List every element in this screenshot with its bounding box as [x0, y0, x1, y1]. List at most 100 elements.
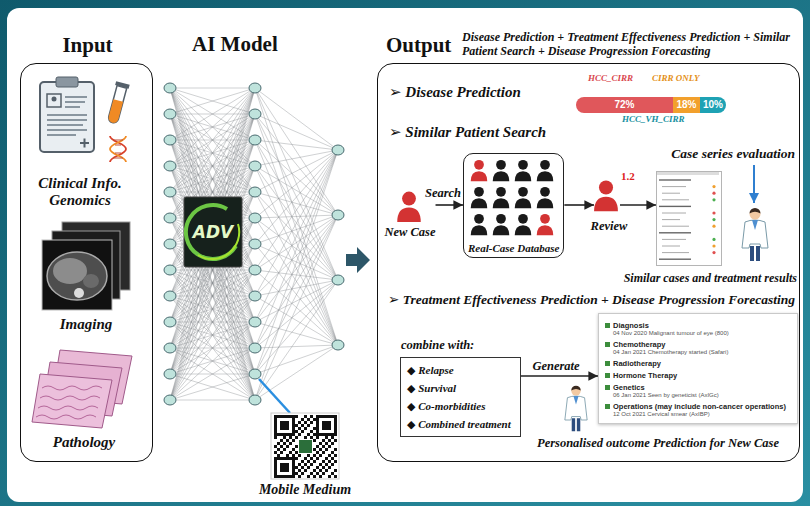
- neural-network: [170, 140, 255, 270]
- qr-code-pattern: [304, 427, 307, 430]
- neural-network: [255, 215, 338, 348]
- neural-network: [170, 140, 255, 270]
- case-series-card: [662, 193, 680, 194]
- report-line: 04 Jan 2021 Chemotherapy started (Safari…: [605, 349, 791, 356]
- ct-scan-stack: [47, 252, 107, 300]
- qr-code-pattern: [292, 463, 295, 466]
- qr-code-pattern: [286, 469, 289, 472]
- ct-scan-stack: [53, 258, 87, 284]
- qr-code-pattern: [313, 475, 316, 478]
- qr-code-pattern: [283, 448, 286, 451]
- neural-network: [170, 296, 255, 400]
- neural-network: [170, 348, 255, 400]
- qr-code-pattern: [286, 424, 289, 427]
- qr-code-pattern: [316, 418, 319, 421]
- qr-code-pattern: [283, 475, 286, 478]
- case-series-card: [659, 259, 691, 260]
- qr-code-pattern: [283, 436, 286, 439]
- qr-code-pattern: [304, 421, 307, 424]
- case-series-card: [662, 252, 689, 253]
- qr-code-pattern: [334, 424, 337, 427]
- neural-network: [249, 109, 261, 119]
- qr-code-pattern: [310, 463, 313, 466]
- qr-code-pattern: [298, 469, 301, 472]
- case-series-card: [712, 211, 715, 214]
- neural-network: [170, 374, 255, 400]
- qr-code-pattern: [292, 448, 295, 451]
- case-series-card: [655, 170, 721, 265]
- neural-network: [164, 265, 176, 275]
- clipboard-icon: [52, 97, 57, 102]
- qr-code-pattern: [280, 433, 283, 436]
- neural-network: [170, 88, 255, 400]
- patient-crowd: [537, 187, 554, 208]
- panel-heading: Output: [386, 33, 451, 58]
- qr-code-pattern: [280, 451, 283, 454]
- reviewer-icon: 1.2: [594, 179, 620, 213]
- neural-network: [249, 135, 261, 145]
- bar-label: HCC_VH_CIRR: [622, 114, 685, 124]
- neural-network: [255, 150, 338, 322]
- qr-code-pattern: [310, 472, 313, 475]
- neural-network: [170, 270, 255, 400]
- qr-code-pattern: [283, 427, 286, 430]
- qr-code-pattern: [307, 454, 310, 457]
- case-series-card: [662, 186, 686, 187]
- qr-code-pattern: [307, 433, 310, 436]
- neural-network: [170, 140, 255, 296]
- qr-code-pattern: [295, 436, 298, 439]
- qr-code-pattern: [283, 424, 286, 427]
- section-heading: ➢ Similar Patient Search: [389, 124, 546, 141]
- neural-network: [164, 83, 344, 405]
- qr-code-pattern: [310, 415, 313, 418]
- case-series-card: [712, 218, 715, 221]
- database-box: Real-Case Database: [463, 153, 564, 258]
- qr-code-pattern: [271, 413, 339, 479]
- qr-code-pattern: [325, 463, 328, 466]
- qr-code-pattern: [280, 421, 283, 424]
- qr-code-pattern: [316, 415, 319, 418]
- report-heading: Radiotherapy: [605, 359, 791, 368]
- qr-code-pattern: [286, 466, 289, 469]
- case-series-card: [712, 225, 715, 228]
- qr-code-pattern: [325, 427, 328, 430]
- qr-code-pattern: [298, 475, 301, 478]
- neural-network: [255, 280, 338, 348]
- neural-network: [170, 296, 255, 400]
- qr-code-pattern: [292, 460, 295, 463]
- qr-code-pattern: [286, 454, 289, 457]
- qr-code-pattern: [286, 439, 289, 442]
- neural-network: [170, 140, 255, 348]
- qr-code-pattern: [310, 457, 313, 460]
- qr-code-pattern: [292, 415, 295, 418]
- neural-network: [170, 166, 255, 270]
- qr-code-pattern: [286, 427, 289, 430]
- neural-network: [170, 140, 255, 322]
- qr-code-pattern: [334, 430, 337, 433]
- qr-code-pattern: [316, 421, 319, 424]
- qr-code-pattern: [331, 442, 334, 445]
- qr-code-pattern: [292, 424, 295, 427]
- neural-network: [170, 166, 255, 296]
- qr-code-pattern: [322, 472, 325, 475]
- neural-network: [249, 213, 261, 223]
- list-heading: combine with:: [401, 338, 474, 353]
- qr-code-pattern: [301, 460, 304, 463]
- qr-code-pattern: [328, 460, 331, 463]
- qr-code-pattern: [289, 475, 292, 478]
- ct-scan-stack: [83, 274, 99, 288]
- neural-network: [164, 291, 176, 301]
- case-series-card: [712, 238, 715, 241]
- caption: Personalised outcome Prediction for New …: [537, 436, 779, 450]
- dna-icon: [110, 136, 126, 162]
- qr-code-pattern: [316, 436, 319, 439]
- doctor-figure: [565, 386, 587, 431]
- patient-crowd: [493, 214, 510, 235]
- qr-code-pattern: [280, 427, 283, 430]
- input-caption: Pathology: [53, 434, 116, 451]
- qr-code-pattern: [316, 451, 319, 454]
- neural-network: [255, 140, 338, 215]
- qr-code-pattern: [319, 463, 322, 466]
- qr-code-pattern: [274, 421, 277, 424]
- qr-code-pattern: [277, 454, 280, 457]
